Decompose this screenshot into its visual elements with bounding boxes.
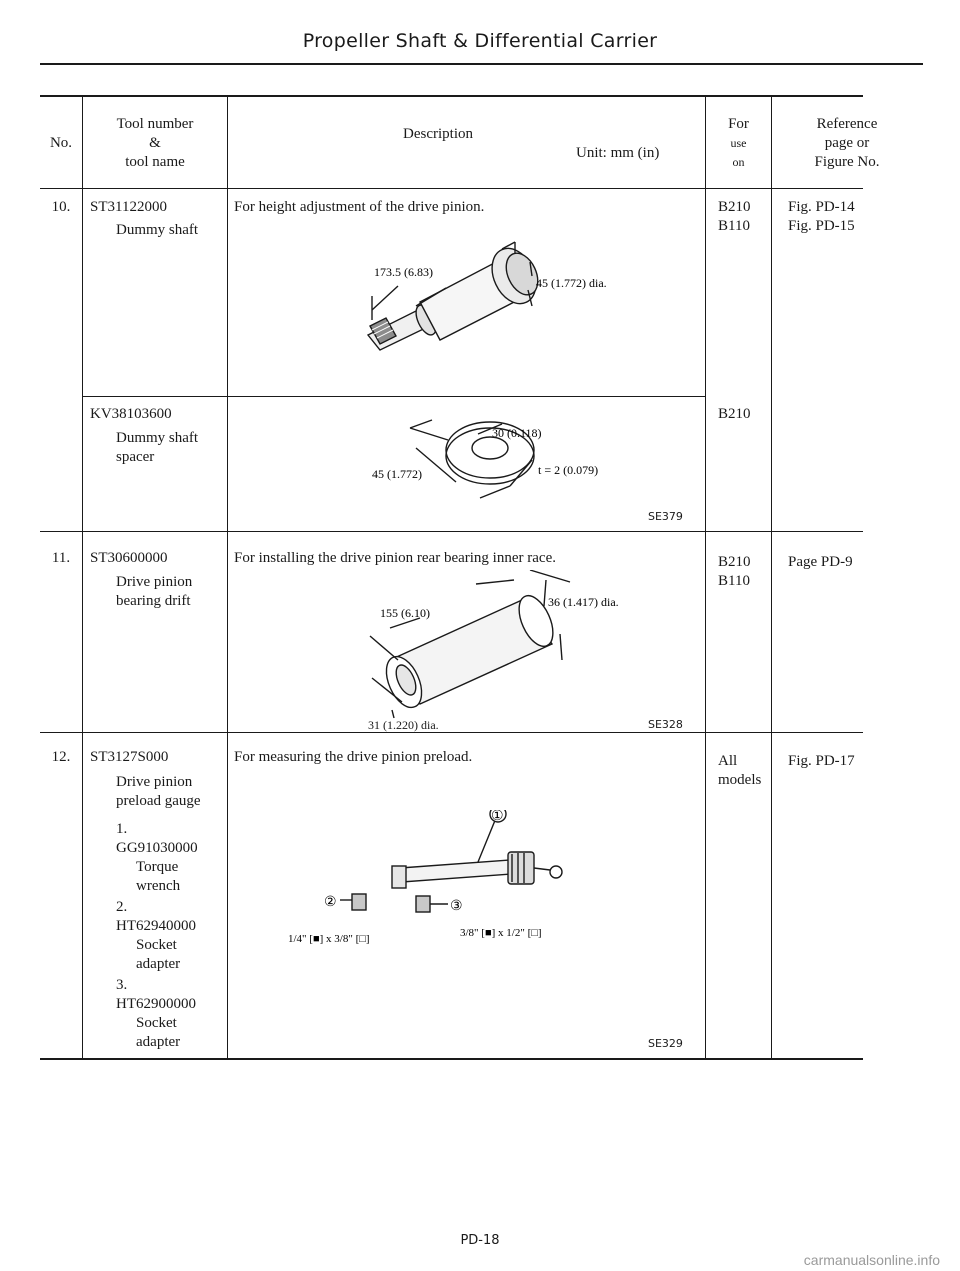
row11-ref-1: Page PD-9 (788, 554, 853, 570)
row11-dim-dia-top: 36 (1.417) dia. (548, 595, 619, 609)
row10-bottom-rule (40, 531, 863, 532)
row12-label-3: ③ (450, 899, 463, 914)
col-header-description: Description (403, 126, 473, 142)
col-header-for-line1: For (728, 116, 749, 132)
row10b-use-1: B210 (718, 406, 751, 422)
col-header-no: No. (49, 135, 73, 151)
row10-use-2: B110 (718, 218, 750, 234)
row12-size-a: 1/4" [■] x 3/8" [□] (288, 933, 370, 945)
row12-tool-name-1: Drive pinion (116, 774, 193, 790)
row11-tool-number: ST30600000 (90, 550, 168, 566)
col-divider-3 (705, 95, 706, 1059)
row11-tool-name-2: bearing drift (116, 593, 191, 609)
row11-tool-name-1: Drive pinion (116, 574, 193, 590)
row10-dim-dia: 45 (1.772) dia. (536, 276, 607, 290)
col-header-for-use: For use on (706, 115, 771, 172)
row12-sub-1-name-2: wrench (136, 878, 181, 894)
row12-sub-1-number: 1. (116, 821, 128, 837)
row12-tool-number: ST3127S000 (90, 749, 169, 765)
row12-label-1: ① (491, 810, 504, 824)
row12-sub-2: 2. HT62940000 Socket adapter (116, 898, 196, 974)
row11-description: For installing the drive pinion rear bea… (234, 550, 556, 566)
row10b-tool-name-1: Dummy shaft (116, 430, 199, 446)
table-bottom-rule (40, 1058, 863, 1060)
row12-sub-3-part: HT62900000 (116, 996, 196, 1012)
row11-use-1: B210 (718, 554, 751, 570)
row10-use-1: B210 (718, 199, 751, 215)
col-header-tool-line2: & (149, 135, 161, 151)
row10-tool-number: ST31122000 (90, 199, 167, 215)
row12-sub-3-name-2: adapter (136, 1034, 181, 1050)
row12-sub-3-number: 3. (116, 977, 128, 993)
row10b-figure-code: SE379 (648, 510, 683, 523)
col-divider-1 (82, 95, 83, 1059)
bearing-drift-illustration: 155 (6.10) 36 (1.417) dia. (369, 570, 619, 719)
row10b-dim-thickness: t = 2 (0.079) (538, 463, 598, 477)
row12-sub-1-name-1: Torque (136, 859, 179, 875)
row11-dim-dia-bottom: 31 (1.220) dia. (368, 718, 439, 732)
watermark: carmanualsonline.info (803, 1252, 940, 1268)
row10-tool-name: Dummy shaft (116, 222, 199, 238)
row11-use-2: B110 (718, 573, 750, 589)
row12-sub-3: 3. HT62900000 Socket adapter (116, 976, 196, 1052)
col-header-ref-line3: Figure No. (814, 154, 880, 170)
row12-sub-3-name-1: Socket (136, 1015, 177, 1031)
row12-sub-2-name-1: Socket (136, 937, 177, 953)
dummy-shaft-spacer-illustration: 30 (0.118) 45 (1.772) t = 2 (0.079) (372, 419, 598, 499)
row10-split-rule (82, 396, 705, 397)
row10b-dim-outer: 45 (1.772) (372, 467, 422, 481)
col-header-for-line2: use (730, 136, 747, 150)
row10-number: 10. (51, 199, 71, 215)
row12-sub-2-name-2: adapter (136, 956, 181, 972)
page-title: Propeller Shaft & Differential Carrier (302, 30, 658, 52)
row12-sub-1: 1. GG91030000 Torque wrench (116, 820, 198, 896)
row12-use-1: All (718, 753, 738, 769)
row11-number: 11. (51, 550, 71, 566)
row12-use-2: models (718, 772, 762, 788)
col-header-ref-line2: page or (824, 135, 870, 151)
row12-number: 12. (51, 749, 71, 765)
row12-sub-1-part: GG91030000 (116, 840, 198, 856)
row11-figure-code: SE328 (648, 718, 683, 731)
preload-gauge-illustration: ① ② ③ 1/4" [■] x 3/8" [□] 3/8" [■] x 1/2… (288, 810, 563, 945)
col-header-for-line3: on (732, 155, 745, 169)
row10-ref-2: Fig. PD-15 (788, 218, 855, 234)
col-header-tool: Tool number & tool name (83, 115, 227, 172)
col-divider-2 (227, 95, 228, 1059)
col-divider-4 (771, 95, 772, 1059)
dummy-shaft-illustration: 173.5 (6.83) 45 (1.772) dia. (366, 241, 607, 351)
row10-description: For height adjustment of the drive pinio… (234, 199, 485, 215)
row10b-tool-name-2: spacer (116, 449, 155, 465)
col-header-tool-line3: tool name (125, 154, 185, 170)
row12-label-2: ② (324, 895, 337, 910)
row10b-tool-number: KV38103600 (90, 406, 172, 422)
row12-description: For measuring the drive pinion preload. (234, 749, 473, 765)
col-header-reference: Reference page or Figure No. (772, 115, 922, 172)
header-rule (40, 63, 923, 65)
row10-dim-length: 173.5 (6.83) (374, 265, 433, 279)
table-top-rule (40, 95, 863, 97)
col-header-tool-line1: Tool number (116, 116, 194, 132)
header-bottom-rule (40, 188, 863, 189)
row12-sub-2-number: 2. (116, 899, 128, 915)
row10b-dim-inner: 30 (0.118) (492, 426, 542, 440)
row12-figure-code: SE329 (648, 1037, 683, 1050)
col-header-ref-line1: Reference (816, 116, 878, 132)
row11-bottom-rule (40, 732, 863, 733)
row12-tool-name-2: preload gauge (116, 793, 201, 809)
page-number: PD-18 (460, 1233, 500, 1248)
row11-dim-length: 155 (6.10) (380, 606, 430, 620)
row12-size-b: 3/8" [■] x 1/2" [□] (460, 927, 542, 939)
col-header-unit: Unit: mm (in) (576, 145, 660, 161)
row12-sub-2-part: HT62940000 (116, 918, 196, 934)
row10-ref-1: Fig. PD-14 (788, 199, 855, 215)
row12-ref-1: Fig. PD-17 (788, 753, 855, 769)
